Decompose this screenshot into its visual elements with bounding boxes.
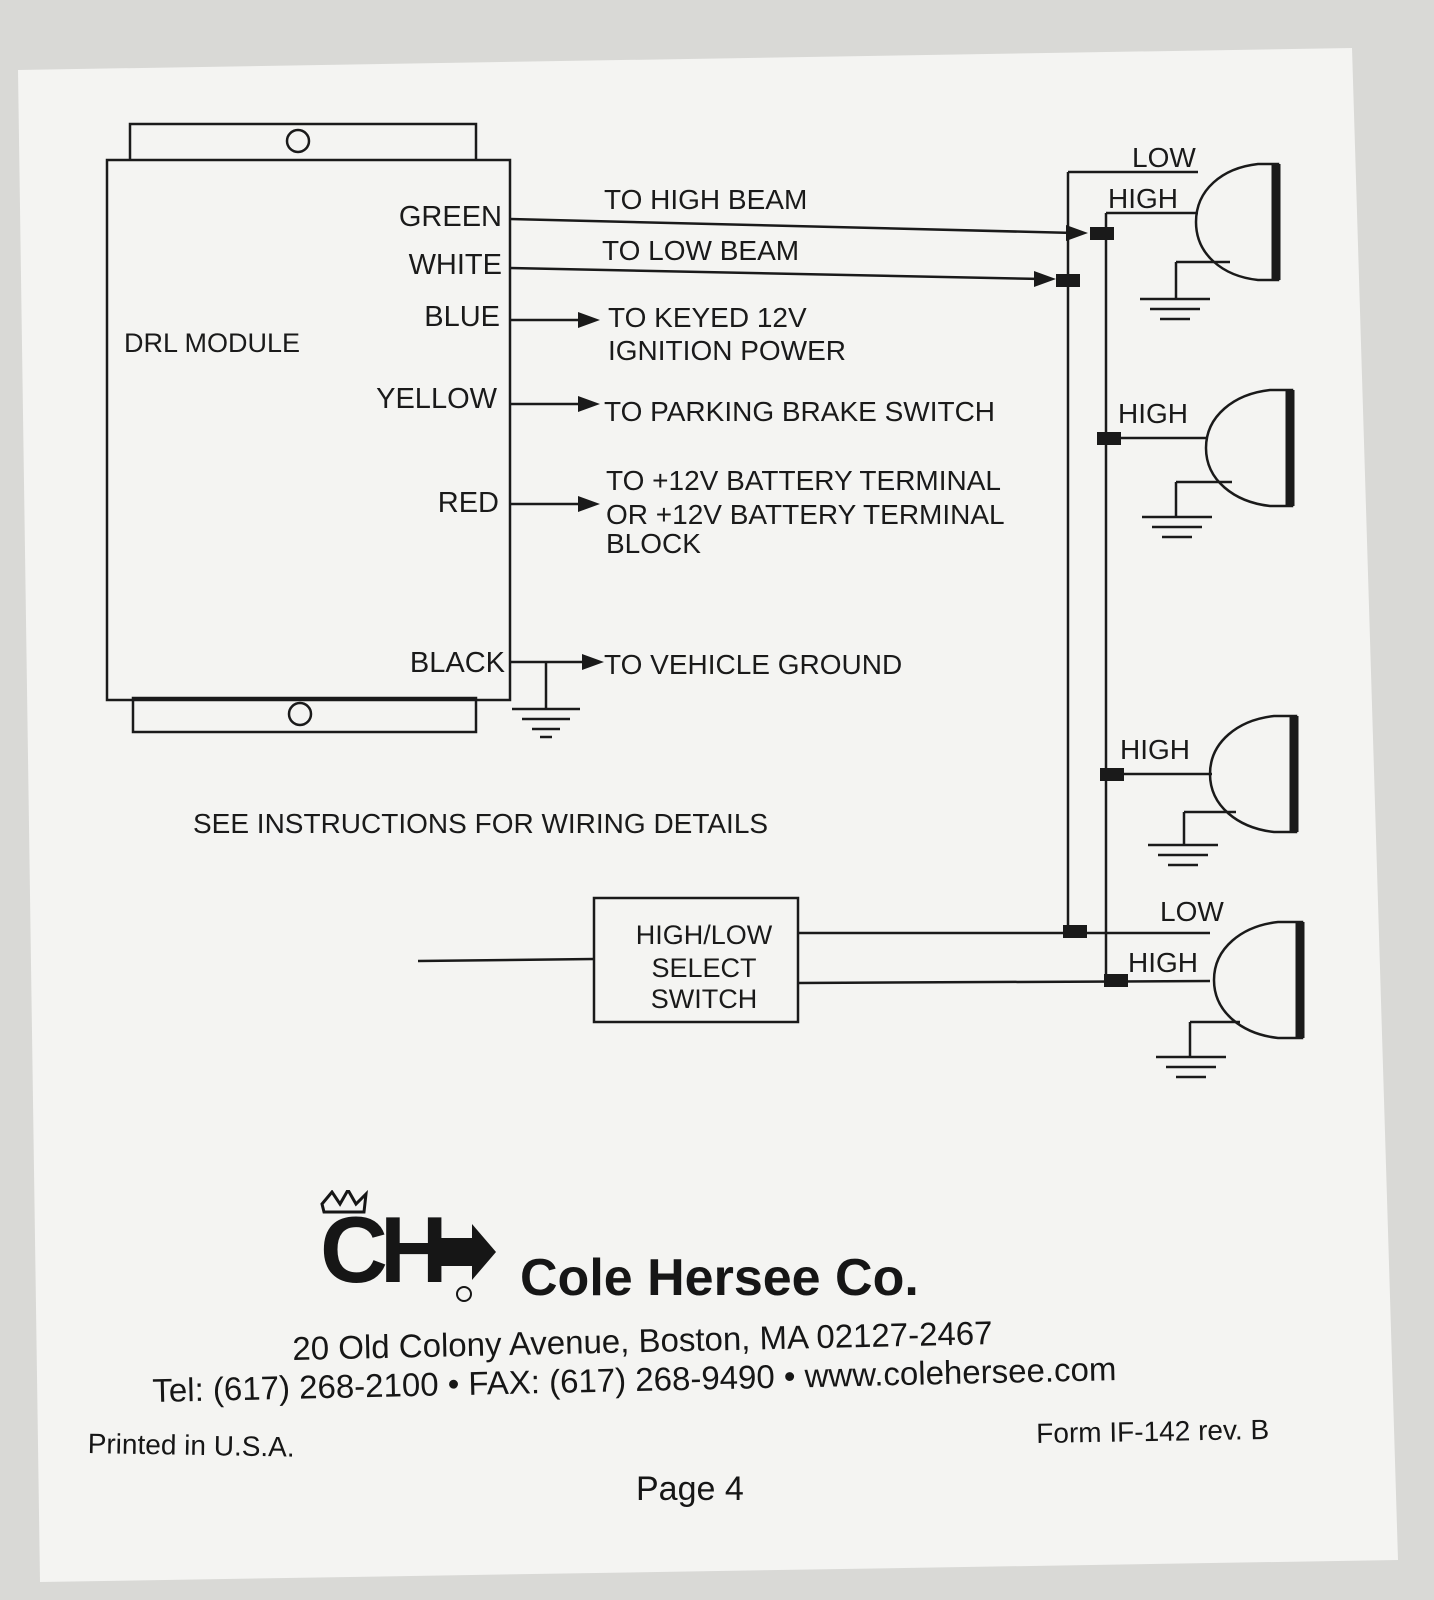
dest-low-beam: TO LOW BEAM: [602, 235, 799, 266]
company-name: Cole Hersee Co.: [520, 1249, 919, 1307]
switch-input-wire: [417, 957, 595, 963]
wiring-note: SEE INSTRUCTIONS FOR WIRING DETAILS: [193, 808, 768, 839]
printed-in: Printed in U.S.A.: [87, 1428, 295, 1463]
module-bottom-hole: [287, 701, 313, 727]
dest-parking-brake: TO PARKING BRAKE SWITCH: [604, 396, 995, 427]
dest-red-line3: BLOCK: [606, 528, 701, 559]
drl-module: [105, 122, 512, 734]
wire-label-black: BLACK: [410, 647, 506, 679]
lamp1-low-label: LOW: [1132, 142, 1196, 173]
switch-line2: SELECT: [651, 953, 756, 983]
logo-letters: CH: [320, 1197, 442, 1302]
dest-high-beam: TO HIGH BEAM: [604, 184, 807, 215]
dest-blue-line1: TO KEYED 12V: [608, 302, 807, 333]
crown-icon: [320, 1190, 368, 1214]
dest-red-line1: TO +12V BATTERY TERMINAL: [606, 465, 1001, 496]
wire-label-white: WHITE: [409, 249, 502, 281]
lamp4-low-label: LOW: [1160, 896, 1224, 927]
module-box: [105, 158, 512, 702]
wire-label-green: GREEN: [399, 201, 502, 233]
green-wire: [509, 217, 1076, 235]
registered-mark-icon: [456, 1286, 472, 1302]
switch-line1: HIGH/LOW: [636, 920, 773, 950]
headlamp-2: [1106, 388, 1295, 539]
headlamp-1: [1106, 162, 1281, 321]
lamp2-high-label: HIGH: [1118, 398, 1188, 429]
white-wire: [509, 266, 1044, 281]
lamp3-high-label: HIGH: [1120, 734, 1190, 765]
dest-blue-line2: IGNITION POWER: [608, 335, 846, 366]
cole-hersee-logo: CH: [320, 1190, 496, 1302]
form-number: Form IF-142 rev. B: [1036, 1413, 1270, 1449]
lamp4-high-label: HIGH: [1128, 947, 1198, 978]
headlamp-3: [1106, 714, 1299, 867]
page-number: Page 4: [636, 1470, 744, 1508]
high-low-select-switch: [592, 896, 800, 1024]
module-top-hole: [285, 128, 311, 154]
dest-red-line2: OR +12V BATTERY TERMINAL: [606, 499, 1005, 530]
wire-label-blue: BLUE: [424, 301, 500, 333]
module-title: DRL MODULE: [124, 328, 300, 358]
headlamp-4: [1156, 920, 1305, 1079]
dest-vehicle-ground: TO VEHICLE GROUND: [604, 649, 902, 680]
switch-high-wire: [797, 979, 1211, 985]
wire-label-yellow: YELLOW: [376, 383, 497, 415]
wire-label-red: RED: [438, 487, 499, 519]
lamp1-high-label: HIGH: [1108, 183, 1178, 214]
logo-arrow-icon: [438, 1224, 496, 1280]
module-bottom-flange: [131, 696, 478, 734]
switch-line3: SWITCH: [651, 984, 757, 1014]
